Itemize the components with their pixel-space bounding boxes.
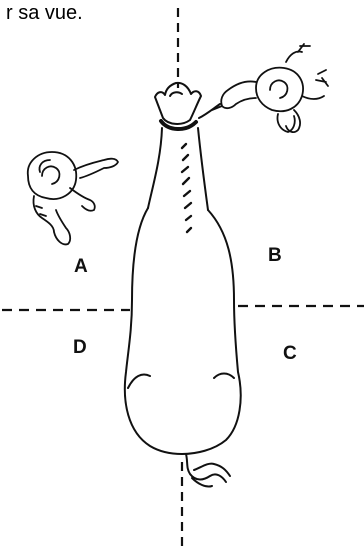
zone-label-c: C xyxy=(283,343,297,365)
person-b-figure xyxy=(212,44,328,132)
vertical-dashed-line xyxy=(178,8,182,546)
zone-label-b: B xyxy=(268,245,282,267)
zone-label-d: D xyxy=(73,337,87,359)
person-a-figure xyxy=(28,152,118,244)
caption-text: r sa vue. xyxy=(6,2,83,25)
horse-figure xyxy=(125,83,241,487)
zone-label-a: A xyxy=(74,256,88,278)
horizontal-dashed-line xyxy=(2,306,364,310)
